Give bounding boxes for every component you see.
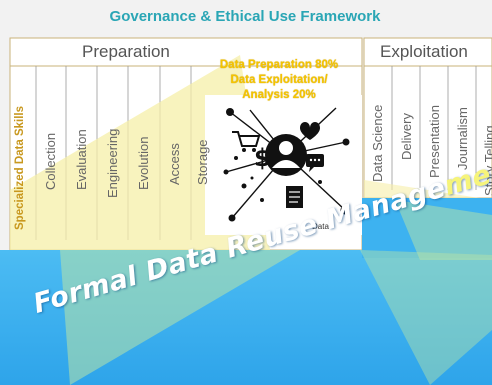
preparation-label: Preparation	[82, 42, 170, 61]
network-nodes	[223, 108, 350, 222]
framework-title: Governance & Ethical Use Framework	[109, 8, 381, 25]
column-evaluation: Evaluation	[74, 129, 89, 190]
ratio-note-line2: Data Exploitation/	[230, 74, 328, 86]
green-cone-left	[60, 250, 300, 385]
column-access: Access	[167, 143, 182, 185]
column-data-science: Data Science	[370, 104, 385, 182]
icon-caption: Data	[312, 222, 329, 231]
column-specialized-data-skills: Specialized Data Skills	[14, 105, 26, 230]
column-collection: Collection	[43, 132, 58, 190]
cart-icon	[232, 131, 261, 152]
ratio-note: Data Preparation 80% Data Exploitation/ …	[204, 58, 354, 103]
exploitation-dividers	[391, 66, 477, 190]
column-engineering: Engineering	[105, 128, 120, 198]
column-presentation: Presentation	[427, 105, 442, 178]
document-icon	[286, 186, 303, 208]
heart-icon	[300, 122, 320, 140]
column-delivery: Delivery	[399, 113, 414, 160]
chat-icon	[306, 154, 324, 172]
column-storage: Storage	[195, 139, 210, 185]
person-icon	[265, 134, 307, 176]
green-cone-right	[360, 250, 492, 385]
column-journalism: Journalism	[455, 107, 470, 170]
dollar-icon: $	[254, 144, 271, 172]
exploitation-label: Exploitation	[380, 42, 468, 61]
ratio-note-line3: Analysis 20%	[242, 89, 316, 101]
ratio-note-line1: Data Preparation 80%	[219, 59, 339, 71]
column-evolution: Evolution	[136, 136, 151, 190]
